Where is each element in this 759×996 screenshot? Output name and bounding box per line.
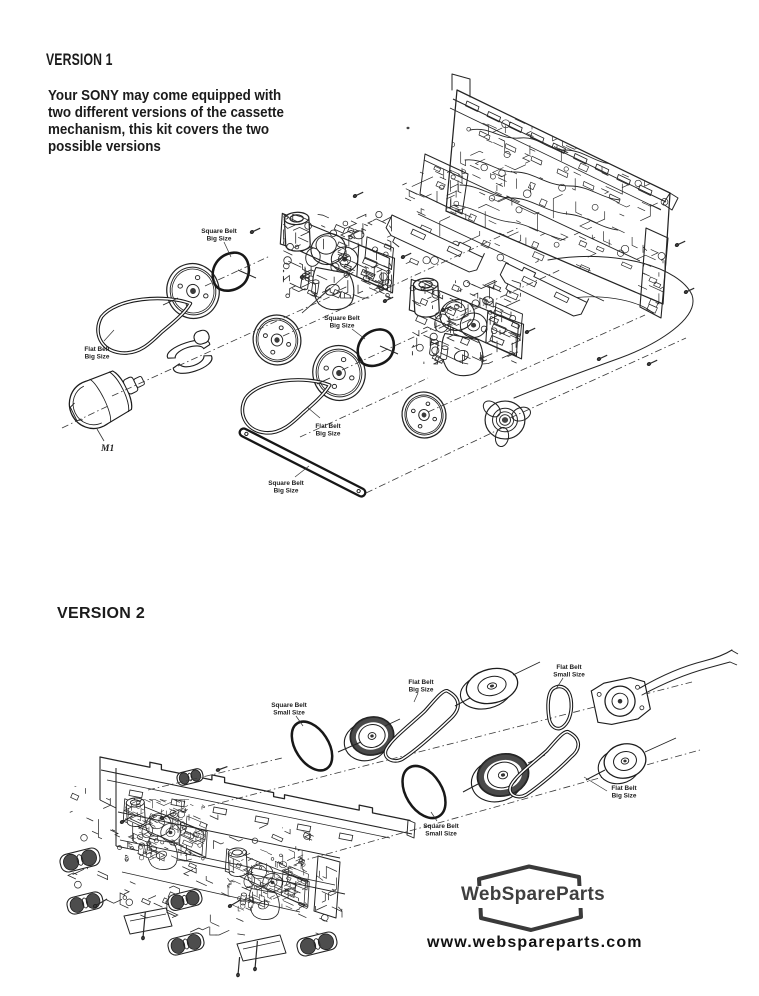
svg-text:Small Size: Small Size — [553, 671, 585, 678]
svg-text:Flat Belt: Flat Belt — [611, 785, 637, 792]
svg-text:Big Size: Big Size — [409, 686, 434, 693]
svg-text:Square Belt: Square Belt — [201, 228, 237, 235]
svg-text:Flat Belt: Flat Belt — [556, 664, 582, 671]
svg-text:Big Size: Big Size — [85, 353, 110, 360]
svg-text:Square Belt: Square Belt — [271, 702, 307, 709]
svg-text:Flat Belt: Flat Belt — [408, 679, 434, 686]
svg-text:Big Size: Big Size — [274, 487, 299, 494]
svg-text:Big Size: Big Size — [330, 322, 355, 329]
svg-text:Big Size: Big Size — [207, 235, 232, 242]
svg-text:M1: M1 — [100, 444, 114, 454]
svg-text:Small Size: Small Size — [425, 830, 457, 837]
svg-text:Square Belt: Square Belt — [268, 480, 304, 487]
svg-text:Big Size: Big Size — [316, 430, 341, 437]
svg-text:Square Belt: Square Belt — [423, 823, 459, 830]
svg-text:Flat Belt: Flat Belt — [315, 423, 341, 430]
svg-text:Big Size: Big Size — [612, 792, 637, 799]
svg-text:Flat Belt: Flat Belt — [84, 346, 110, 353]
svg-text:Square Belt: Square Belt — [324, 315, 360, 322]
svg-text:Small Size: Small Size — [273, 709, 305, 716]
